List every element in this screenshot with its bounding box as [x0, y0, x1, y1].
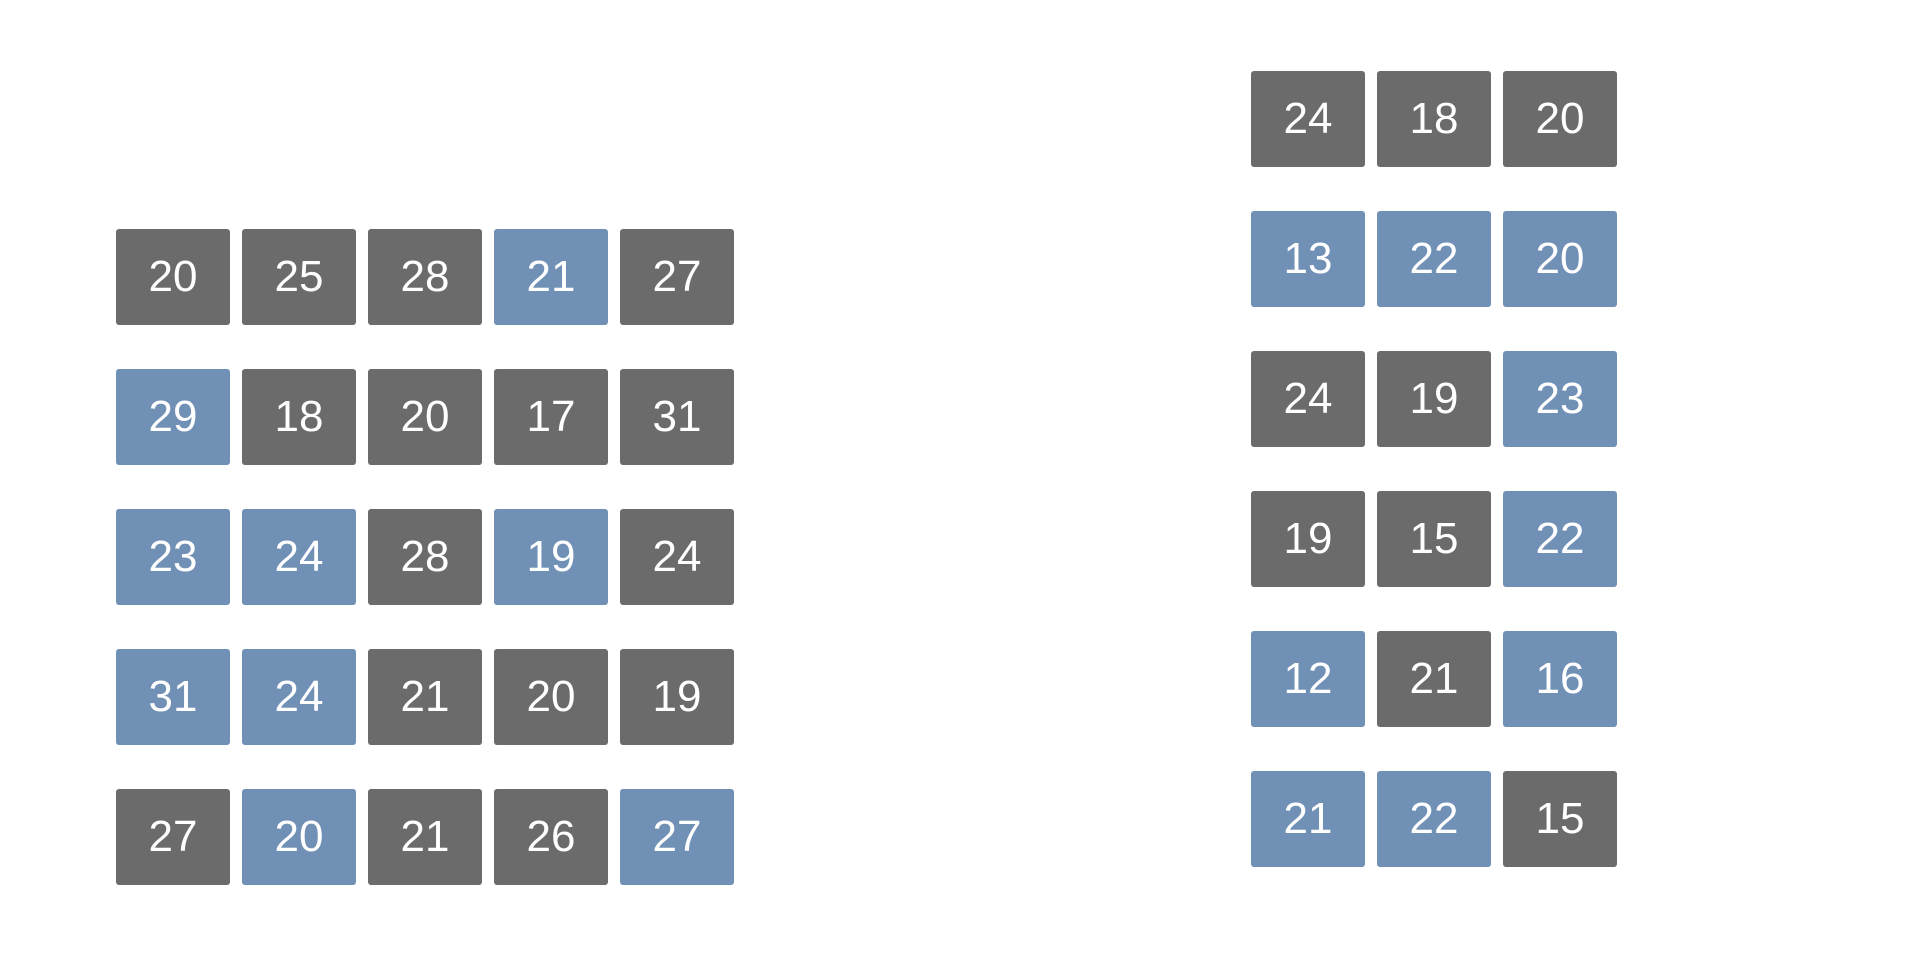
right-tile-r3-c1: 24: [1251, 351, 1365, 447]
left-tile-r5-c4: 26: [494, 789, 608, 885]
left-tile-r1-c3: 28: [368, 229, 482, 325]
left-tile-r3-c3: 28: [368, 509, 482, 605]
left-tile-r4-c4: 20: [494, 649, 608, 745]
right-tile-r4-c2: 15: [1377, 491, 1491, 587]
left-tile-r4-c3: 21: [368, 649, 482, 745]
left-tile-r2-c2: 18: [242, 369, 356, 465]
left-tile-r5-c5: 27: [620, 789, 734, 885]
left-tile-r2-c3: 20: [368, 369, 482, 465]
left-tile-r3-c1: 23: [116, 509, 230, 605]
left-tile-r1-c4: 21: [494, 229, 608, 325]
left-tile-r1-c2: 25: [242, 229, 356, 325]
right-tile-r6-c3: 15: [1503, 771, 1617, 867]
right-tile-r5-c3: 16: [1503, 631, 1617, 727]
right-tile-r6-c1: 21: [1251, 771, 1365, 867]
right-tile-r2-c2: 22: [1377, 211, 1491, 307]
left-tile-r4-c2: 24: [242, 649, 356, 745]
left-tile-r3-c2: 24: [242, 509, 356, 605]
right-tile-r1-c1: 24: [1251, 71, 1365, 167]
right-tile-r6-c2: 22: [1377, 771, 1491, 867]
right-tile-r4-c3: 22: [1503, 491, 1617, 587]
right-tile-r5-c1: 12: [1251, 631, 1365, 727]
left-tile-r3-c5: 24: [620, 509, 734, 605]
left-tile-r5-c2: 20: [242, 789, 356, 885]
right-tile-r1-c2: 18: [1377, 71, 1491, 167]
left-tile-r3-c4: 19: [494, 509, 608, 605]
left-tile-r1-c5: 27: [620, 229, 734, 325]
left-tile-r4-c1: 31: [116, 649, 230, 745]
left-tile-r5-c1: 27: [116, 789, 230, 885]
right-tile-r2-c1: 13: [1251, 211, 1365, 307]
right-tile-r1-c3: 20: [1503, 71, 1617, 167]
left-tile-r4-c5: 19: [620, 649, 734, 745]
right-tile-r4-c1: 19: [1251, 491, 1365, 587]
left-tile-r2-c4: 17: [494, 369, 608, 465]
right-tile-r3-c2: 19: [1377, 351, 1491, 447]
left-tile-r5-c3: 21: [368, 789, 482, 885]
right-tile-r3-c3: 23: [1503, 351, 1617, 447]
right-tile-r2-c3: 20: [1503, 211, 1617, 307]
left-tile-r1-c1: 20: [116, 229, 230, 325]
right-tile-r5-c2: 21: [1377, 631, 1491, 727]
left-tile-r2-c5: 31: [620, 369, 734, 465]
left-tile-r2-c1: 29: [116, 369, 230, 465]
